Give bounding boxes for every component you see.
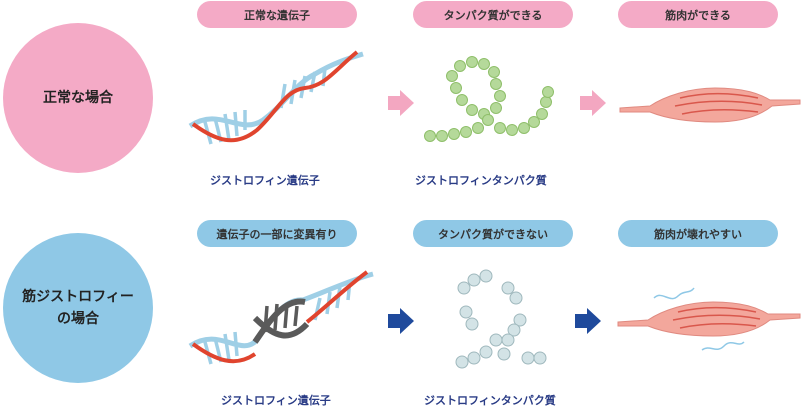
normal-case-circle: 正常な場合 bbox=[3, 23, 153, 173]
caption-dystrophin-protein-dystrophy: ジストロフィンタンパク質 bbox=[424, 394, 556, 407]
dystrophy-case-label: 筋ジストロフィー の場合 bbox=[22, 288, 134, 327]
normal-case-label: 正常な場合 bbox=[43, 89, 113, 106]
muscle-fragile-icon bbox=[617, 287, 801, 351]
step-protein-not-made: タンパク質ができない bbox=[413, 220, 573, 247]
dna-helix-mutated bbox=[188, 270, 374, 365]
arrow-right-icon bbox=[388, 308, 414, 334]
arrow-right-icon bbox=[580, 90, 606, 116]
caption-dystrophin-gene-normal: ジストロフィン遺伝子 bbox=[210, 174, 320, 187]
dna-helix-normal bbox=[188, 50, 364, 145]
protein-chain-green bbox=[424, 56, 554, 142]
caption-dystrophin-protein-normal: ジストロフィンタンパク質 bbox=[415, 174, 547, 187]
step-protein-made: タンパク質ができる bbox=[413, 1, 573, 28]
step-muscle-made: 筋肉ができる bbox=[618, 1, 778, 28]
arrow-right-icon bbox=[575, 308, 601, 334]
arrow-right-icon bbox=[388, 90, 414, 116]
caption-dystrophin-gene-dystrophy: ジストロフィン遺伝子 bbox=[221, 394, 331, 407]
step-muscle-fragile: 筋肉が壊れやすい bbox=[618, 220, 778, 247]
step-normal-gene: 正常な遺伝子 bbox=[197, 1, 357, 28]
dystrophy-case-circle: 筋ジストロフィー の場合 bbox=[3, 233, 153, 383]
muscle-icon bbox=[619, 87, 801, 123]
step-gene-mutation: 遺伝子の一部に変異有り bbox=[197, 220, 357, 247]
protein-fragments-gray bbox=[455, 269, 547, 369]
